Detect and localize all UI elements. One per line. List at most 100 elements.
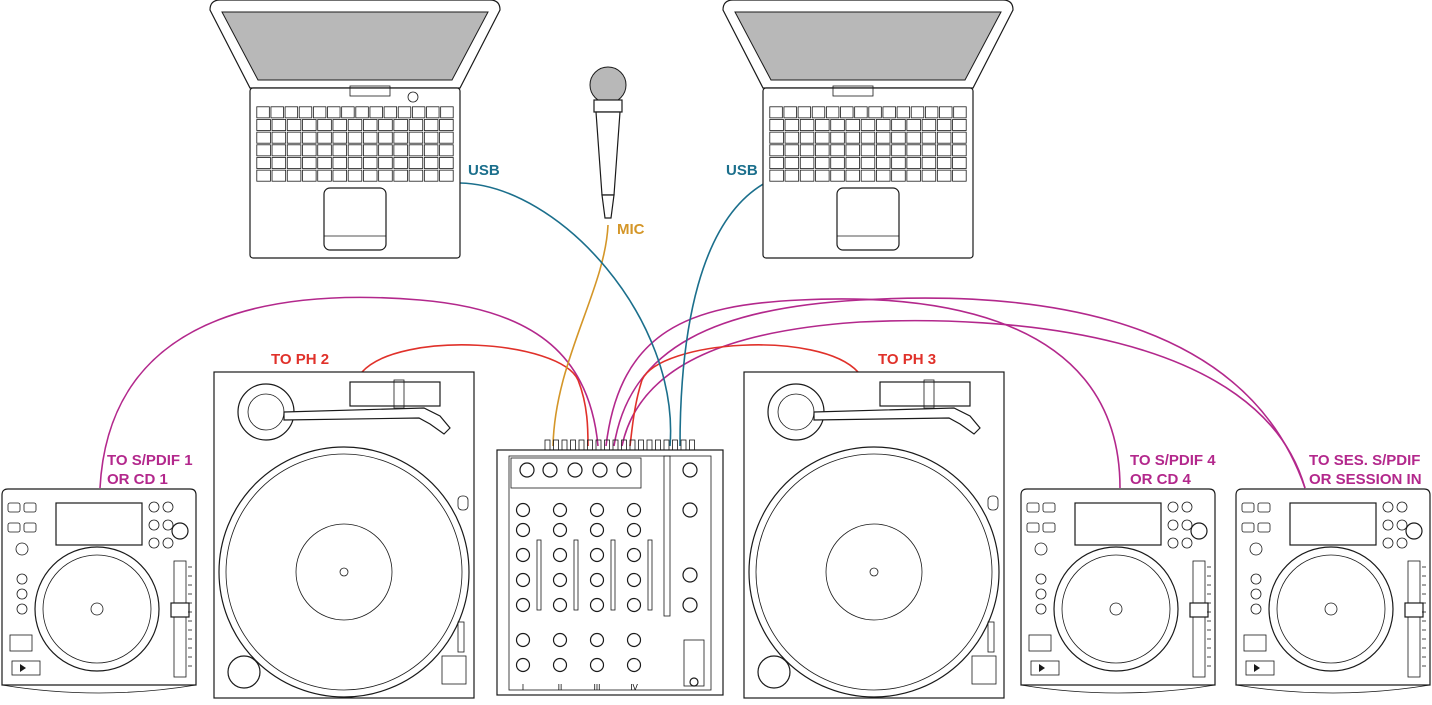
key: [906, 169, 921, 182]
knob: [626, 632, 642, 648]
key: [363, 144, 378, 157]
cd-button: [1243, 634, 1267, 652]
cd-button: [7, 522, 21, 533]
cd-button: [162, 537, 174, 549]
cable-usb-right: [679, 182, 766, 447]
key: [924, 106, 939, 119]
cd-button: [1042, 522, 1056, 533]
key: [952, 131, 967, 144]
knob: [552, 572, 568, 588]
laptop-icon: [722, 0, 1014, 259]
key: [815, 119, 830, 131]
jack: [680, 439, 687, 451]
knob: [682, 567, 698, 583]
key: [876, 144, 891, 157]
jack: [570, 439, 576, 451]
key: [906, 157, 921, 169]
key: [799, 157, 815, 169]
key: [876, 169, 891, 182]
cd-button: [16, 588, 28, 600]
key: [830, 169, 845, 182]
key: [302, 144, 317, 157]
key: [439, 144, 454, 157]
cd-base: [1020, 684, 1216, 694]
turntable-icon: [743, 371, 1005, 699]
key: [784, 157, 800, 169]
cable-phono-2: [361, 344, 589, 447]
knob: [552, 597, 568, 613]
key: [799, 131, 815, 144]
key: [921, 169, 937, 182]
cd-button: [148, 537, 160, 549]
cable-mic: [552, 224, 609, 447]
key: [270, 106, 284, 119]
key: [286, 144, 302, 157]
jog-center: [90, 602, 104, 616]
key: [327, 106, 341, 119]
knob: [589, 657, 605, 673]
cd-button: [148, 501, 160, 513]
cd-button: [23, 522, 37, 533]
knob: [589, 597, 605, 613]
knob: [515, 547, 531, 563]
label-spdif1-line1: TO S/PDIF 1: [107, 452, 193, 469]
key: [845, 157, 860, 169]
key: [830, 131, 845, 144]
knob: [626, 572, 642, 588]
key: [891, 144, 906, 157]
jog-center: [1324, 602, 1338, 616]
key: [845, 131, 860, 144]
panel-section: [510, 457, 642, 489]
jack: [672, 439, 678, 451]
key: [332, 157, 347, 169]
key: [876, 131, 891, 144]
key: [906, 144, 921, 157]
key: [256, 131, 271, 144]
microphone: [589, 66, 627, 219]
jack: [646, 439, 653, 451]
key: [439, 157, 454, 169]
key: [784, 169, 800, 182]
knob: [515, 572, 531, 588]
key: [784, 144, 800, 157]
key: [256, 157, 271, 169]
label-to-ph2: TO PH 2: [271, 351, 329, 368]
key: [426, 106, 440, 119]
knob: [626, 522, 642, 538]
key: [423, 157, 439, 169]
knob: [589, 522, 605, 538]
key: [317, 131, 332, 144]
cd-button: [1026, 522, 1040, 533]
key: [936, 119, 952, 131]
key: [256, 169, 271, 182]
cd-display: [1289, 502, 1377, 546]
key: [317, 157, 332, 169]
key: [921, 119, 937, 131]
key: [799, 169, 815, 182]
channel-numeral: II: [558, 683, 562, 692]
key: [363, 119, 378, 131]
key: [906, 131, 921, 144]
pitch-slider-track: [1407, 560, 1421, 678]
knob: [616, 462, 632, 478]
mixer-icon: I II III IV: [496, 439, 724, 696]
key: [286, 157, 302, 169]
key: [896, 106, 911, 119]
cd-button: [15, 542, 29, 556]
key: [868, 106, 882, 119]
knob: [552, 522, 568, 538]
meter: [610, 539, 616, 611]
knob: [589, 632, 605, 648]
cd-button: [1026, 502, 1040, 513]
key: [312, 106, 327, 119]
key: [936, 157, 952, 169]
key: [332, 144, 347, 157]
cable-spdif-session: [613, 297, 1306, 489]
key: [363, 131, 378, 144]
key: [302, 169, 317, 182]
channel-numeral: I: [522, 683, 524, 692]
mixer: I II III IV: [496, 439, 724, 696]
pitch-slider-handle: [1404, 602, 1424, 618]
label-spdif1-line2: OR CD 1: [107, 471, 168, 488]
key: [347, 131, 363, 144]
